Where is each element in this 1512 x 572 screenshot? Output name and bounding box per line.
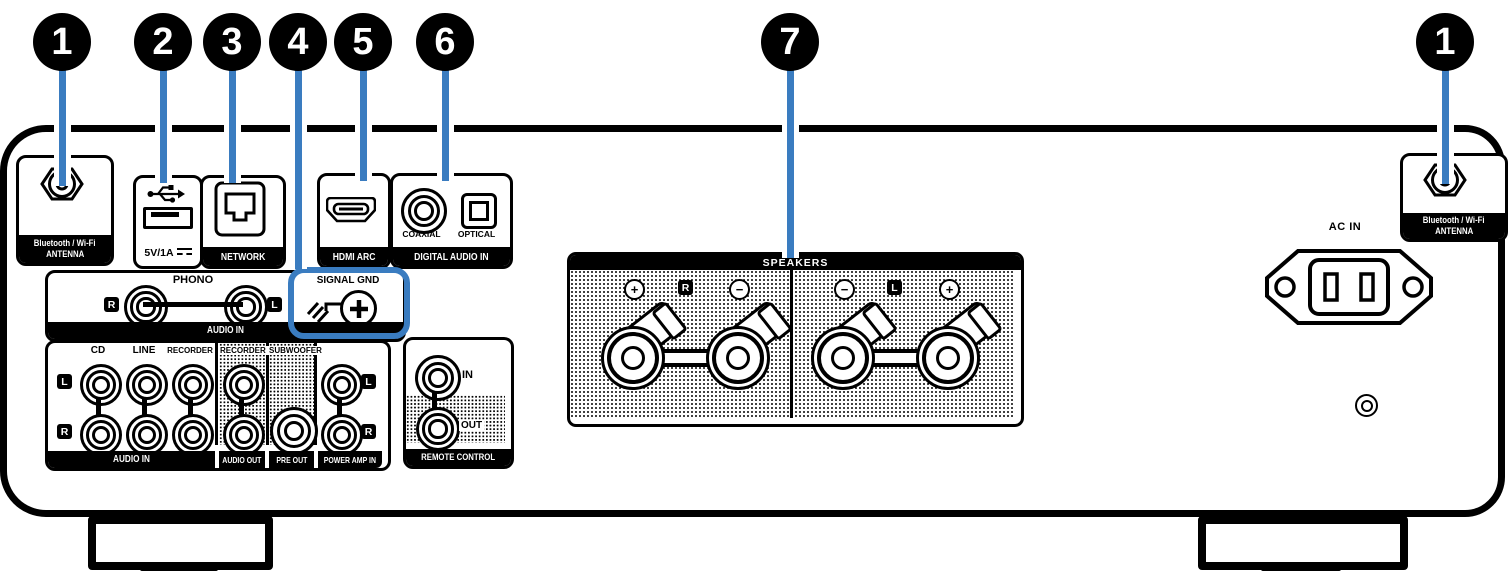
remote-control-panel: IN OUT REMOTE CONTROL: [403, 337, 514, 469]
speaker-r-minus-icon: −: [729, 279, 750, 300]
speaker-l-chip: L: [887, 280, 902, 295]
hdmi-arc-label: HDMI ARC: [332, 250, 376, 263]
phono-r-chip: R: [104, 297, 119, 312]
remote-in-jack: [415, 355, 461, 401]
subwoofer-jack: [270, 407, 318, 455]
analog-audio-panel: CD LINE RECORDER RECORDER SUBWOOFER L R …: [45, 340, 391, 471]
callout-badge-7: 7: [761, 13, 819, 71]
line-r-jack: [126, 414, 168, 456]
network-port-panel: NETWORK: [200, 175, 286, 269]
subwoofer-label: SUBWOOFER: [267, 346, 324, 355]
recorder-in-r-jack: [172, 414, 214, 456]
leader-line-2: [154, 68, 172, 183]
coaxial-label: COAXIAL: [402, 229, 441, 239]
usb-power-label: 5V/1A: [144, 247, 174, 259]
remote-control-band: REMOTE CONTROL: [421, 452, 496, 463]
audio-in-band: AUDIO IN: [113, 454, 150, 465]
signal-gnd-label: SIGNAL GND: [316, 275, 380, 286]
speakers-divider: [790, 270, 793, 418]
leader-line-4: [289, 68, 307, 269]
hdmi-connector-icon: [326, 197, 376, 223]
digital-audio-in-panel: COAXIAL OPTICAL DIGITAL AUDIO IN: [390, 173, 513, 269]
hdmi-arc-panel: HDMI ARC: [317, 173, 391, 269]
phono-l-jack: [224, 285, 268, 329]
ethernet-rj45-icon: [214, 181, 266, 237]
recorder-out-r-jack: [223, 414, 265, 456]
analog-right-l-chip: L: [361, 374, 376, 389]
recorder-in-label: RECORDER: [167, 346, 213, 355]
binding-post-r-minus: [703, 298, 794, 393]
ac-in-label: AC IN: [1328, 221, 1362, 233]
digital-audio-in-label: DIGITAL AUDIO IN: [414, 250, 489, 263]
callout-badge-6: 6: [416, 13, 474, 71]
leader-line-1-left: [53, 68, 71, 186]
audio-out-band: AUDIO OUT: [222, 454, 262, 465]
signal-gnd-highlight: [288, 267, 410, 339]
leader-line-3: [223, 68, 241, 183]
cd-l-jack: [80, 364, 122, 406]
phono-title: PHONO: [172, 274, 214, 286]
optical-label: OPTICAL: [457, 229, 496, 239]
leader-line-6: [436, 68, 454, 181]
dc-symbol-icon: [176, 248, 192, 258]
callout-badge-1-left: 1: [33, 13, 91, 71]
speaker-r-plus-icon: +: [624, 279, 645, 300]
usb-icon: [147, 185, 185, 203]
recorder-out-label: RECORDER: [218, 346, 268, 355]
line-label: LINE: [132, 345, 156, 356]
speakers-panel: SPEAKERS + R − − L +: [567, 252, 1024, 427]
speaker-r-chip: R: [678, 280, 693, 295]
callout-badge-1-right: 1: [1416, 13, 1474, 71]
ac-inlet-icon: [1265, 249, 1433, 325]
antenna-left-label-line1: Bluetooth / Wi-Fi: [34, 238, 96, 249]
chassis-foot-left-pad: [140, 562, 218, 571]
analog-left-r-chip: R: [57, 424, 72, 439]
binding-post-l-minus: [808, 298, 899, 393]
recorder-out-l-jack: [223, 364, 265, 406]
callout-badge-3: 3: [203, 13, 261, 71]
binding-post-l-plus: [913, 298, 1004, 393]
phono-l-chip: L: [267, 297, 282, 312]
power-amp-in-band: POWER AMP IN: [323, 454, 377, 465]
remote-out-label: OUT: [459, 420, 485, 431]
power-amp-in-r-jack: [321, 414, 363, 456]
binding-post-r-plus: [598, 298, 689, 393]
ground-icon: [306, 301, 344, 323]
chassis-foot-right-pad: [1261, 562, 1341, 571]
usb-a-receptacle: [143, 207, 193, 229]
antenna-terminal-right: Bluetooth / Wi-Fi ANTENNA: [1400, 153, 1508, 242]
chassis-screw-icon: [1355, 394, 1378, 417]
line-l-jack: [126, 364, 168, 406]
leader-line-1-right: [1436, 68, 1454, 184]
speaker-l-minus-icon: −: [834, 279, 855, 300]
leader-line-5: [354, 68, 372, 181]
speaker-l-plus-icon: +: [939, 279, 960, 300]
leader-line-7: [781, 68, 799, 258]
callout-badge-5: 5: [334, 13, 392, 71]
analog-right-r-chip: R: [361, 424, 376, 439]
power-amp-in-l-jack: [321, 364, 363, 406]
usb-port-panel: 5V/1A: [133, 175, 203, 269]
cd-r-jack: [80, 414, 122, 456]
remote-out-jack: [416, 407, 460, 451]
cd-label: CD: [90, 345, 106, 356]
callout-badge-4: 4: [269, 13, 327, 71]
recorder-in-l-jack: [172, 364, 214, 406]
optical-jack: [461, 193, 497, 229]
pre-out-band: PRE OUT: [276, 454, 307, 465]
antenna-right-label-line2: ANTENNA: [1434, 226, 1474, 237]
coaxial-jack: [401, 188, 447, 234]
callout-badge-2: 2: [134, 13, 192, 71]
antenna-right-label-line1: Bluetooth / Wi-Fi: [1423, 215, 1485, 226]
antenna-left-label-line2: ANTENNA: [45, 249, 85, 260]
speakers-band-label: SPEAKERS: [762, 256, 829, 269]
remote-in-label: IN: [462, 369, 473, 381]
phono-band-label: AUDIO IN: [207, 325, 244, 336]
network-label: NETWORK: [220, 250, 266, 263]
analog-left-l-chip: L: [57, 374, 72, 389]
